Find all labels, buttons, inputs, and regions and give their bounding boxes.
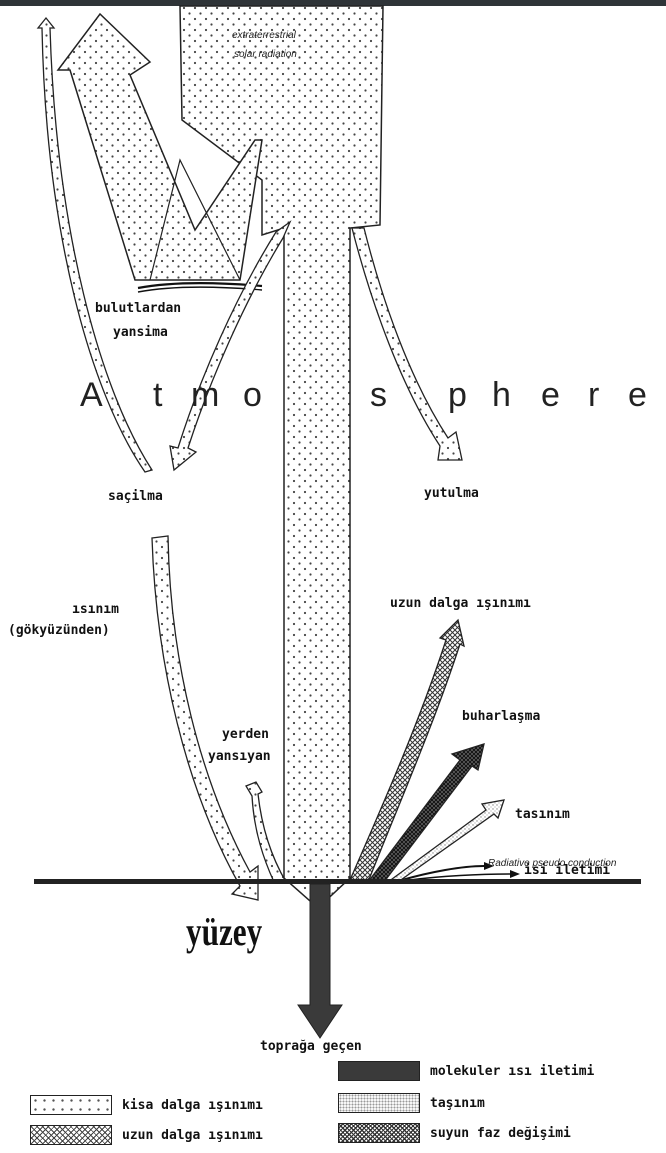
- ground-flux-label: toprağa geçen: [260, 1040, 362, 1055]
- ground-reflected-label-line2: yansıyan: [208, 750, 271, 765]
- legend-item-convection: taşınım: [338, 1092, 485, 1114]
- legend-label-shortwave: kisa dalga ışınımı: [122, 1098, 263, 1113]
- legend-item-molecular: molekuler ısı iletimi: [338, 1060, 594, 1082]
- atmosphere-letter-o: o: [243, 376, 262, 415]
- legend-label-molecular: molekuler ısı iletimi: [430, 1064, 594, 1079]
- sky-radiation-beam: [152, 536, 258, 900]
- legend-item-longwave: uzun dalga ışınımı: [30, 1124, 263, 1146]
- solar-beam: [180, 6, 383, 908]
- legend-swatch-phase-change: [338, 1123, 420, 1143]
- atmosphere-letter-m: m: [191, 376, 219, 415]
- evaporation-label: buharlaşma: [462, 710, 540, 725]
- legend-item-phase-change: suyun faz değişimi: [338, 1122, 571, 1144]
- legend-label-convection: taşınım: [430, 1096, 485, 1111]
- solar-label-line1: extraterrestrial: [232, 30, 296, 42]
- solar-label-line2: solar radiation: [234, 49, 297, 61]
- atmosphere-letter-s: s: [370, 376, 387, 415]
- sky-radiation-label-line1: ısınım: [72, 603, 119, 618]
- legend-label-longwave: uzun dalga ışınımı: [122, 1128, 263, 1143]
- legend-label-phase-change: suyun faz değişimi: [430, 1126, 571, 1141]
- cloud-reflection-label-line2: yansima: [113, 326, 168, 341]
- sky-radiation-label-line2: (gökyüzünden): [8, 624, 110, 639]
- cloud-reflection-label-line1: bulutlardan: [95, 302, 181, 317]
- atmosphere-letter-h: h: [492, 376, 511, 415]
- legend-swatch-convection: [338, 1093, 420, 1113]
- ground-reflected-label-line1: yerden: [222, 728, 269, 743]
- heat-conduction-arrowhead: [510, 870, 520, 878]
- atmosphere-letter-p: p: [448, 376, 467, 415]
- absorption-label: yutulma: [424, 487, 479, 502]
- heat-conduction-label: isi iletimi: [524, 864, 610, 879]
- legend-swatch-molecular: [338, 1061, 420, 1081]
- convection-label: tasınım: [515, 808, 570, 823]
- scattering-label: saçilma: [108, 490, 163, 505]
- longwave-label: uzun dalga ışınımı: [390, 597, 531, 612]
- atmosphere-letter-e2: e: [628, 376, 647, 415]
- surface-line: [34, 879, 641, 884]
- absorption-beam: [352, 228, 462, 460]
- surface-label: yüzey: [186, 908, 262, 955]
- ground-flux-arrow: [298, 884, 342, 1038]
- atmosphere-letter-r: r: [588, 376, 599, 415]
- legend-swatch-longwave: [30, 1125, 112, 1145]
- atmosphere-letter-t: t: [153, 376, 162, 415]
- ground-reflected-beam: [246, 782, 286, 882]
- legend-swatch-shortwave: [30, 1095, 112, 1115]
- atmosphere-letter-a: A: [80, 376, 103, 415]
- legend-item-shortwave: kisa dalga ışınımı: [30, 1094, 263, 1116]
- atmosphere-letter-e1: e: [541, 376, 560, 415]
